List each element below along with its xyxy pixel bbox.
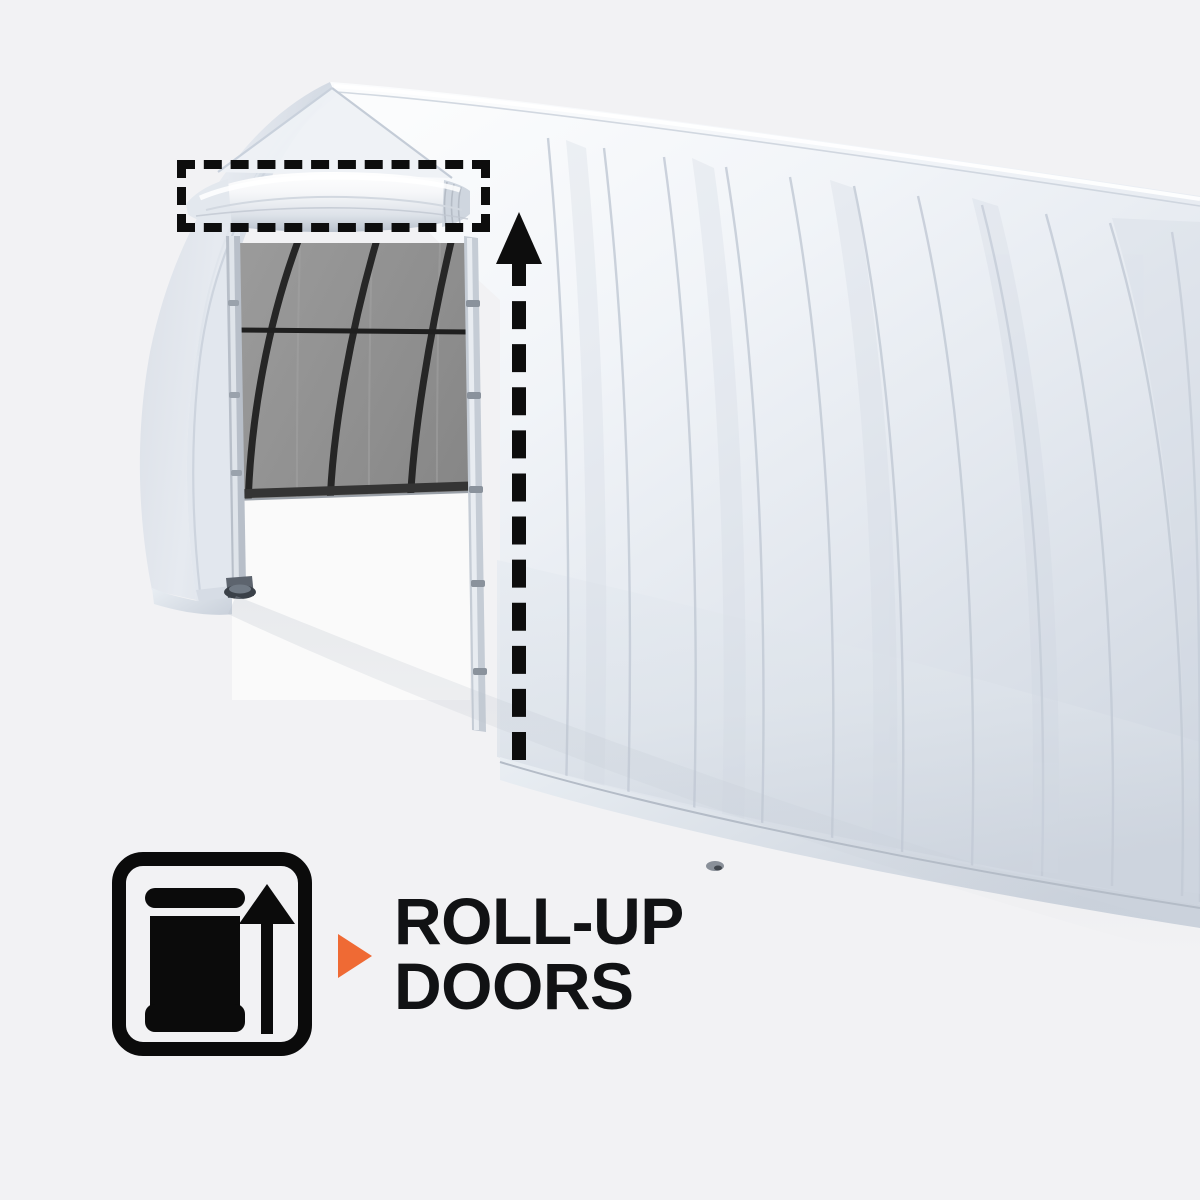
arrow-head-icon [496, 212, 542, 264]
feature-title-line-1: ROLL-UP [394, 884, 684, 959]
door-height-arrow [496, 212, 542, 760]
feature-callout: ROLL-UP DOORS [112, 852, 684, 1056]
rolled-door-highlight-box [177, 160, 490, 232]
play-triangle-icon [338, 934, 372, 978]
feature-title: ROLL-UP DOORS [394, 884, 684, 1023]
feature-text-block: ROLL-UP DOORS [338, 884, 684, 1023]
rolled-up-door-bundle [186, 172, 470, 232]
feature-title-line-2: DOORS [394, 949, 634, 1023]
arrow-shaft [512, 258, 526, 760]
roll-up-door-icon [112, 852, 312, 1056]
